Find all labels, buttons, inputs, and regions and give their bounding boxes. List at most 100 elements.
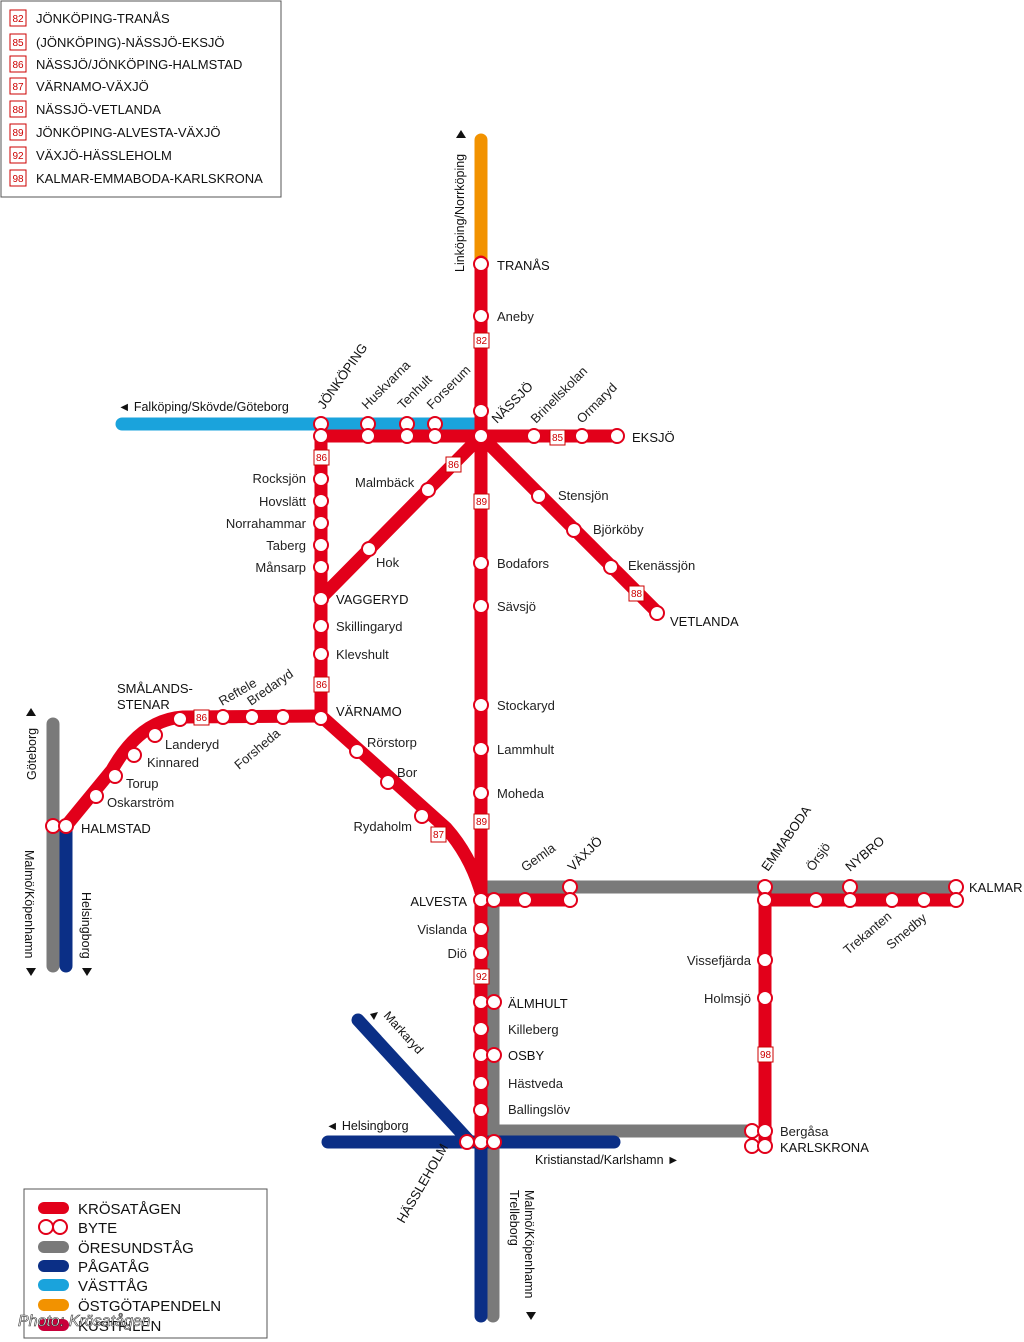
station-bor: [380, 774, 396, 790]
label-nassjo: NÄSSJÖ: [489, 379, 536, 426]
route-marker: 85: [549, 429, 566, 446]
station-vaxjo-north: [562, 879, 578, 895]
direction-labels: Linköping/Norrköping ◄ Falköping/Skövde/…: [22, 130, 679, 1320]
station-eksjo: [609, 428, 625, 444]
label-alvesta: ALVESTA: [410, 894, 467, 909]
line-key-item: KRÖSATÅGEN: [38, 1200, 181, 1218]
route-marker: 82: [473, 332, 490, 349]
station-alvesta: [473, 892, 489, 908]
route-number: 88: [12, 105, 24, 116]
key-label-ostgotapendeln: ÖSTGÖTAPENDELN: [78, 1297, 221, 1315]
label-taberg: Taberg: [266, 538, 306, 553]
line-varnamo-halmstad: [59, 709, 328, 833]
station-tranas: [473, 256, 489, 272]
label-smalandsstenar-line2: STENAR: [117, 697, 170, 712]
station-killeberg: [473, 1021, 489, 1037]
direction-malmo-kopenhamn-west: Malmö/Köpenhamn: [22, 850, 36, 958]
station-kalmar-north: [948, 879, 964, 895]
label-varnamo: VÄRNAMO: [336, 704, 402, 719]
route-name: JÖNKÖPING-TRANÅS: [36, 11, 170, 26]
label-bjorkoby: Björköby: [593, 522, 644, 537]
station-bodafors: [473, 555, 489, 571]
station-labels: TRANÅS Aneby JÖNKÖPING Huskvarna Tenhult…: [81, 258, 1022, 1226]
station-emmaboda: [757, 892, 773, 908]
station-kalmar: [948, 892, 964, 908]
label-halmstad: HALMSTAD: [81, 821, 151, 836]
label-almhult: ÄLMHULT: [508, 996, 568, 1011]
key-label-pagatag: PÅGATÅG: [78, 1259, 149, 1276]
station-almhult: [473, 994, 489, 1010]
label-killeberg: Killeberg: [508, 1022, 559, 1037]
arrow-north-icon: [456, 130, 466, 138]
route-name: NÄSSJÖ/JÖNKÖPING-HALMSTAD: [36, 57, 242, 72]
route-legend-item: 92 VÄXJÖ-HÄSSLEHOLM: [9, 146, 172, 164]
label-stensjon: Stensjön: [558, 488, 609, 503]
direction-falkoping-goteborg: ◄ Falköping/Skövde/Göteborg: [118, 400, 289, 414]
station-vaxjo: [562, 892, 578, 908]
route-marker-number: 89: [476, 497, 488, 508]
line-key-item: VÄSTTÅG: [38, 1278, 148, 1295]
arrow-malmo-west-icon: [26, 968, 36, 976]
label-bergasa: Bergåsa: [780, 1124, 829, 1139]
station-orsjo: [808, 892, 824, 908]
label-bor: Bor: [397, 765, 418, 780]
label-norrahammar: Norrahammar: [226, 516, 307, 531]
station-vaggeryd: [313, 591, 329, 607]
label-forsheda: Forsheda: [231, 725, 283, 772]
station-vissefjarda: [757, 952, 773, 968]
label-ballingslov: Ballingslöv: [508, 1102, 571, 1117]
route-marker: 86: [313, 676, 330, 693]
station-gemla: [517, 892, 533, 908]
label-hok: Hok: [376, 555, 400, 570]
arrow-goteborg-icon: [26, 708, 36, 716]
station-karlskrona-transfer: [744, 1138, 760, 1154]
route-marker: 87: [430, 826, 447, 843]
station-halmstad-west: [45, 818, 61, 834]
route-name: KALMAR-EMMABODA-KARLSKRONA: [36, 171, 263, 186]
station-brinellskolan: [526, 428, 542, 444]
route-legend-item: 85 (JÖNKÖPING)-NÄSSJÖ-EKSJÖ: [9, 33, 225, 51]
line-key: KRÖSATÅGEN BYTE ÖRESUNDSTÅG PÅGATÅG VÄST…: [23, 1188, 268, 1339]
station-trekanten: [884, 892, 900, 908]
station-stensjon: [531, 488, 547, 504]
station-lammhult: [473, 741, 489, 757]
line-key-item: KUSTPILEN: [38, 1318, 161, 1335]
station-nassjo-north: [473, 403, 489, 419]
label-savsjo: Sävsjö: [497, 599, 536, 614]
station-ballingslov: [473, 1102, 489, 1118]
station-hassleholm: [473, 1134, 489, 1150]
route-legend-item: 86 NÄSSJÖ/JÖNKÖPING-HALMSTAD: [9, 55, 242, 73]
label-hassleholm: HÄSSLEHOLM: [394, 1141, 451, 1225]
route-marker-number: 82: [476, 336, 488, 347]
label-oskarstrom: Oskarström: [107, 795, 174, 810]
station-nybro-north: [842, 879, 858, 895]
key-label-krosatagen: KRÖSATÅGEN: [78, 1200, 181, 1218]
key-label-kustpilen: KUSTPILEN: [78, 1318, 161, 1335]
route-legend-item: 98 KALMAR-EMMABODA-KARLSKRONA: [9, 169, 263, 187]
route-marker: 92: [473, 968, 490, 985]
label-smalandsstenar-line1: SMÅLANDS-: [117, 681, 193, 696]
station-skillingaryd: [313, 618, 329, 634]
station-aneby: [473, 308, 489, 324]
line-key-item: ÖRESUNDSTÅG: [38, 1239, 194, 1257]
route-marker-number: 98: [760, 1050, 772, 1061]
label-kinnared: Kinnared: [147, 755, 199, 770]
other-lines: [46, 133, 963, 1323]
key-interchange-icon: [52, 1219, 68, 1235]
station-nybro: [842, 892, 858, 908]
station-hassleholm-east: [486, 1134, 502, 1150]
station-tenhult: [399, 428, 415, 444]
station-landeryd: [147, 727, 163, 743]
key-interchange-icon: [38, 1219, 54, 1235]
station-emmaboda-north: [757, 879, 773, 895]
route-marker: 86: [193, 709, 210, 726]
route-name: VÄXJÖ-HÄSSLEHOLM: [36, 148, 172, 163]
label-bodafors: Bodafors: [497, 556, 550, 571]
station-osby-transfer: [486, 1047, 502, 1063]
arrow-malmo-south-icon: [526, 1312, 536, 1320]
line-key-item: ÖSTGÖTAPENDELN: [38, 1297, 221, 1315]
label-moheda: Moheda: [497, 786, 545, 801]
route-marker: 89: [473, 493, 490, 510]
station-reftele: [215, 709, 231, 725]
label-karlskrona: KARLSKRONA: [780, 1140, 869, 1155]
